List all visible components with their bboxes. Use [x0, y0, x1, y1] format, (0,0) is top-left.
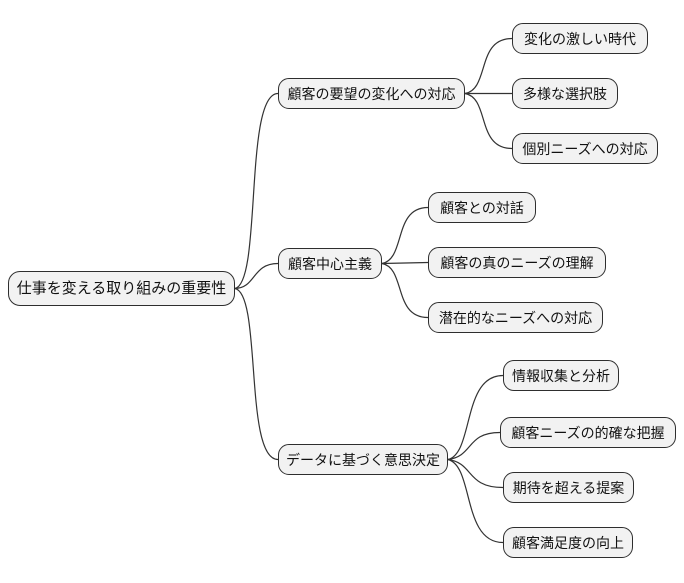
edge-branch3-leaf3 — [447, 458, 504, 489]
branch-node-3: データに基づく意思決定 — [278, 444, 448, 475]
edge-branch3-leaf1 — [447, 374, 504, 461]
leaf-node-2-2: 顧客の真のニーズの理解 — [428, 247, 606, 278]
leaf-node-1-3: 個別ニーズへの対応 — [512, 133, 658, 164]
leaf-node-1-2: 多様な選択肢 — [512, 78, 618, 109]
leaf-node-2-1: 顧客との対話 — [428, 192, 536, 223]
edge-branch2-leaf3 — [381, 262, 429, 319]
leaf-node-3-2: 顧客ニーズの的確な把握 — [500, 417, 676, 448]
edge-root-branch3 — [234, 287, 279, 461]
edge-root-branch2 — [234, 262, 279, 290]
node-root: 仕事を変える取り組みの重要性 — [8, 271, 235, 306]
edge-branch3-leaf2 — [447, 431, 501, 461]
edge-root-branch1 — [234, 92, 279, 290]
branch-node-1: 顧客の要望の変化への対応 — [278, 78, 465, 109]
edge-branch3-leaf4 — [447, 458, 504, 544]
leaf-node-1-1: 変化の激しい時代 — [512, 23, 648, 54]
leaf-node-3-4: 顧客満足度の向上 — [503, 527, 633, 558]
leaf-node-3-3: 期待を超える提案 — [503, 472, 634, 503]
leaf-node-2-3: 潜在的なニーズへの対応 — [428, 302, 603, 333]
leaf-node-3-1: 情報収集と分析 — [503, 360, 619, 391]
edge-branch2-leaf2 — [381, 261, 429, 265]
branch-node-2: 顧客中心主義 — [278, 248, 382, 279]
edge-branch1-leaf1 — [464, 37, 513, 95]
edge-branch2-leaf1 — [381, 206, 429, 265]
edge-branch1-leaf3 — [464, 92, 513, 150]
